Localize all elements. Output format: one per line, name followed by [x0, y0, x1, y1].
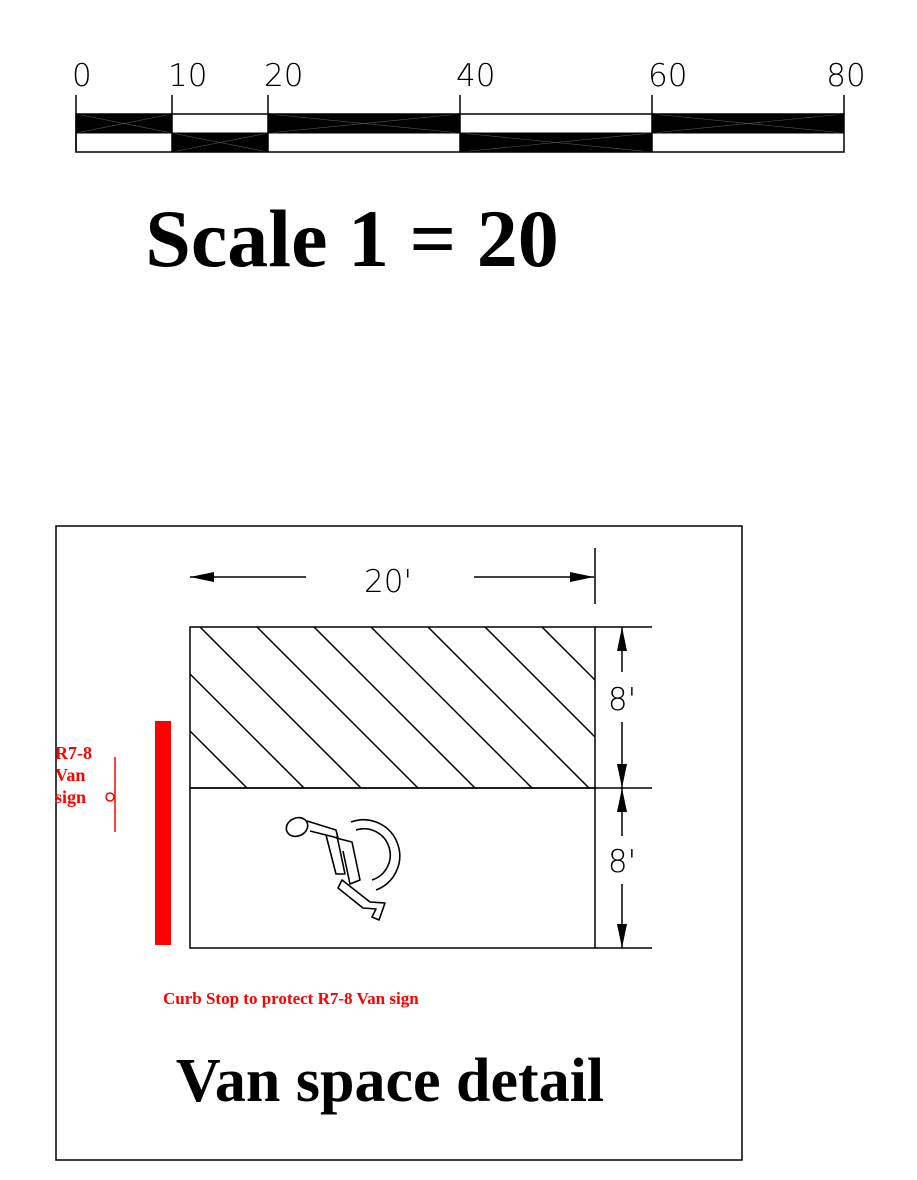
wheelchair-icon [285, 816, 401, 921]
space-arrowhead-top [617, 788, 627, 812]
sign-label-line-3: sign [55, 787, 86, 807]
width-arrowhead-left [190, 572, 214, 582]
space-dimension-label: 8' [608, 844, 636, 880]
wheelchair-torso [325, 834, 346, 875]
scale-segment-pattern-line [75, 113, 173, 134]
hatch-line [541, 627, 595, 682]
width-dimension: 20' [190, 548, 596, 604]
scale-bar-ticks: 0 10 20 40 60 80 [72, 58, 866, 152]
hatch-line [190, 672, 305, 788]
aisle-arrowhead-bottom [617, 764, 627, 788]
height-dimensions: 8' 8' [595, 626, 652, 949]
wheelchair-wheel-outer [350, 819, 401, 891]
wheelchair-arm [306, 820, 339, 839]
scale-tick-label-0: 0 [72, 58, 92, 94]
scale-tick-label-20: 20 [264, 58, 303, 94]
scale-bar: 0 10 20 40 60 80 [72, 58, 866, 153]
hatch-line [313, 627, 476, 788]
sign-post-circle-icon [105, 792, 115, 802]
scale-bar-segments [75, 113, 845, 153]
wheelchair-leg [337, 879, 386, 921]
scale-segment-pattern-line [459, 132, 653, 153]
detail-title: Van space detail [176, 1047, 604, 1115]
hatch-line [370, 627, 533, 788]
scale-tick-label-40: 40 [456, 58, 495, 94]
access-aisle-hatching [190, 627, 595, 788]
scale-tick-label-10: 10 [168, 58, 207, 94]
aisle-dimension-label: 8' [608, 682, 636, 718]
wheelchair-head [285, 816, 309, 838]
detail-frame [55, 525, 743, 1161]
aisle-arrowhead-top [617, 627, 627, 651]
curb-stop-note: Curb Stop to protect R7-8 Van sign [163, 989, 419, 1008]
wheelchair-backrest [335, 837, 361, 885]
sign-label-line-1: R7-8 [55, 743, 92, 763]
hatch-line [199, 627, 362, 788]
scale-segment-pattern-line [651, 113, 845, 134]
width-dimension-label: 20' [364, 564, 412, 600]
width-arrowhead-right [570, 572, 594, 582]
hatch-line [256, 627, 419, 788]
hatch-line [484, 627, 595, 739]
scale-title: Scale 1 = 20 [145, 193, 558, 284]
scale-segment-pattern-line [267, 113, 461, 134]
hatch-line [190, 729, 248, 788]
scale-tick-label-60: 60 [648, 58, 687, 94]
space-arrowhead-bottom [617, 924, 627, 948]
scale-tick-label-80: 80 [826, 58, 865, 94]
r7-8-van-sign: R7-8 Van sign [55, 743, 116, 832]
sign-label-line-2: Van [55, 765, 85, 785]
scale-segment-pattern-line [171, 132, 269, 153]
hatch-line [427, 627, 590, 788]
access-aisle [189, 626, 596, 789]
wheelchair-wheel-inner [355, 827, 392, 881]
curb-stop [155, 721, 171, 945]
van-parking-space [189, 787, 596, 949]
